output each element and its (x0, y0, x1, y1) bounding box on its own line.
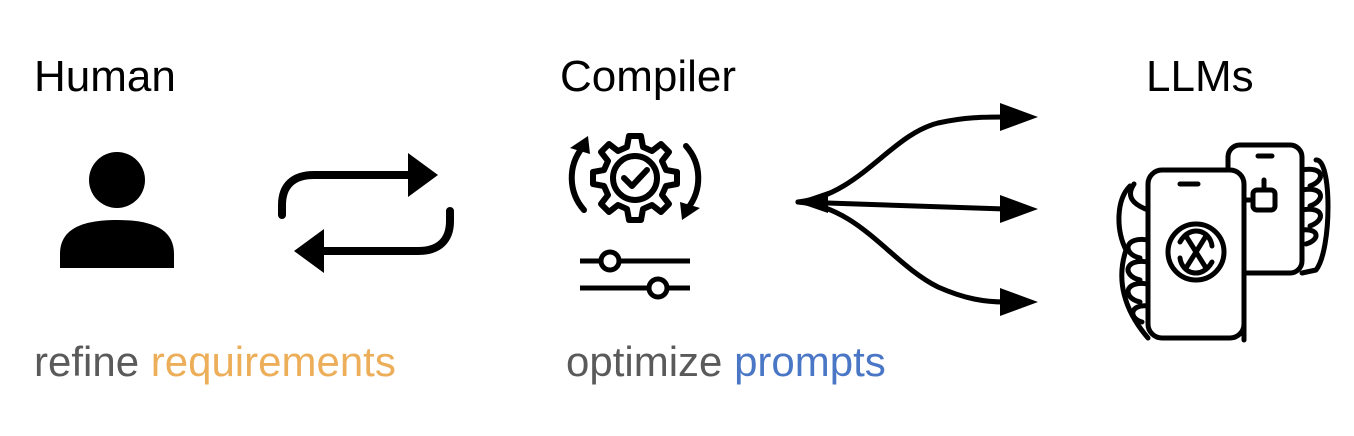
caption-refine-requirements: refine requirements (34, 338, 396, 386)
person-icon (60, 152, 174, 268)
caption-left-plain: refine (34, 338, 140, 385)
sliders-icon (580, 249, 690, 300)
human-heading: Human (34, 52, 176, 101)
compiler-heading: Compiler (560, 52, 737, 101)
swap-arrows-icon (278, 153, 454, 273)
caption-middle-plain: optimize (566, 338, 723, 385)
llms-heading: LLMs (1146, 52, 1254, 101)
gear-check-icon (568, 133, 702, 223)
caption-left-highlight: requirements (150, 338, 396, 385)
phones-in-hands-icon (1116, 142, 1331, 343)
caption-optimize-prompts: optimize prompts (566, 338, 886, 386)
branching-arrows-icon (795, 103, 1038, 316)
caption-middle-highlight: prompts (734, 338, 886, 385)
